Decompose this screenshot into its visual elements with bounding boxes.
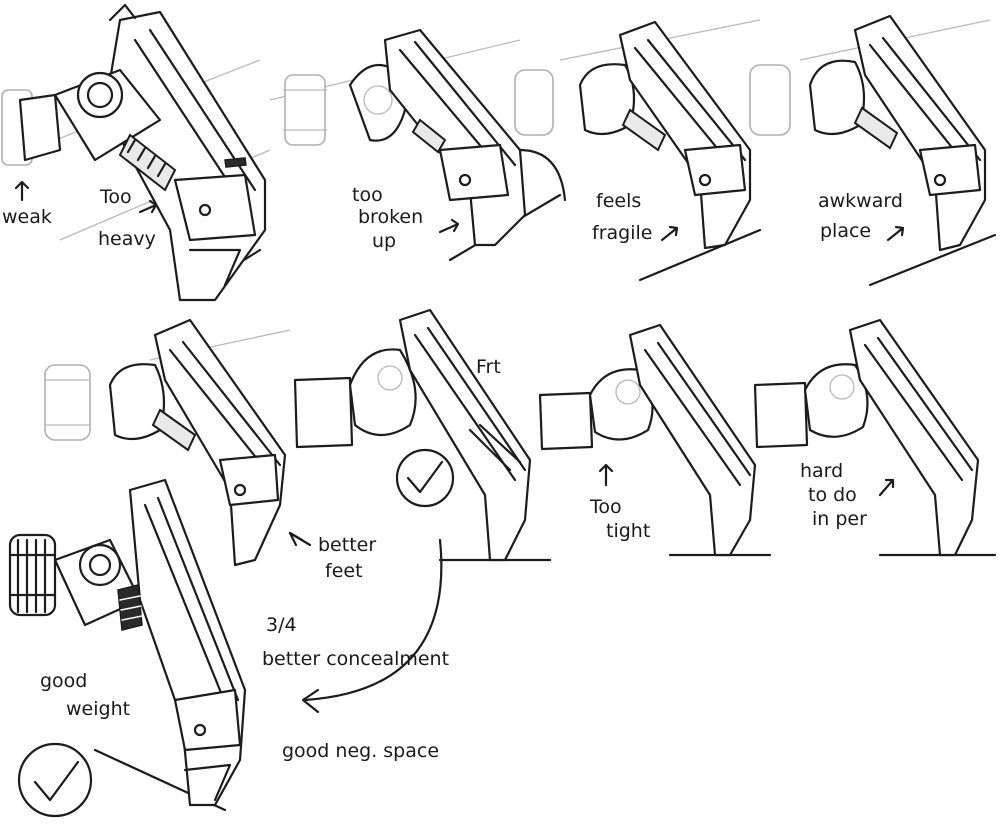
sketch-final-leg [8, 478, 247, 812]
sketch-heavy-leg [1, 3, 271, 302]
right-arrow-icon [438, 218, 460, 234]
sketch-fragile-leg [514, 19, 762, 282]
note-too-heavy-2: heavy [98, 228, 156, 250]
sketch-hard-leg [753, 318, 997, 557]
note-hard-1: hard [800, 460, 844, 482]
note-awkward-place-1: awkward [818, 190, 903, 212]
note-hard-2: to do [808, 484, 857, 506]
sketch-broken-up-leg [269, 28, 567, 262]
note-hard-3: in per [812, 508, 867, 530]
right-arrow-icon [660, 225, 679, 242]
note-better-feet-2: feet [325, 560, 363, 582]
sketch-too-tight-leg [538, 323, 772, 557]
curved-arrow-icon [301, 538, 443, 714]
sketch-front-leg [293, 308, 552, 562]
right-arrow-icon [138, 199, 158, 214]
note-good-neg-space: good neg. space [282, 740, 440, 762]
note-too-broken-3: up [372, 230, 397, 252]
note-better-feet-1: better [318, 534, 377, 556]
note-too-heavy-1: Too [100, 186, 132, 208]
checkmark-icon [17, 742, 93, 818]
note-awkward-place-2: place [820, 220, 872, 242]
note-too-broken-1: too [352, 184, 383, 206]
note-too-tight-2: tight [606, 520, 651, 542]
note-too-broken-2: broken [358, 206, 424, 228]
up-arrow-icon [598, 463, 614, 487]
back-arrow-icon [288, 531, 312, 547]
note-weak: weak [2, 206, 52, 228]
sketch-awkward-leg [749, 14, 997, 287]
note-good-weight-1: good [40, 670, 88, 692]
up-arrow-icon [14, 180, 30, 202]
note-three-quarter: 3/4 [266, 614, 297, 636]
note-too-tight-1: Too [590, 496, 622, 518]
right-arrow-icon [886, 225, 905, 242]
note-good-weight-2: weight [66, 698, 131, 720]
sketch-better-feet-leg [44, 318, 291, 567]
note-feels-fragile-1: feels [596, 190, 642, 212]
note-feels-fragile-2: fragile [592, 222, 653, 244]
note-frt: Frt [476, 356, 501, 378]
note-better-concealment: better concealment [262, 648, 450, 670]
up-right-arrow-icon [878, 478, 895, 497]
checkmark-icon [395, 448, 455, 508]
